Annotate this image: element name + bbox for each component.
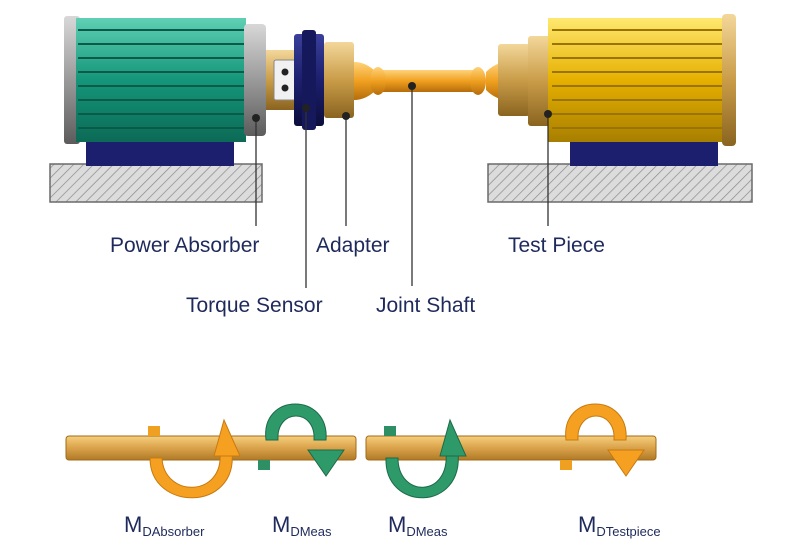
moment-subscript: DMeas	[290, 524, 332, 539]
leader-dot-joint-shaft	[408, 82, 416, 90]
moment-subscript: DAbsorber	[142, 524, 205, 539]
moment-label-testpiece: MDTestpiece	[578, 512, 661, 539]
moment-subscript: DTestpiece	[596, 524, 661, 539]
label-torque-sensor: Torque Sensor	[186, 294, 323, 317]
fbd-left-bar	[65, 426, 357, 470]
leader-dot-power-absorber	[252, 114, 260, 122]
fbd-right-bar	[365, 426, 657, 470]
leader-dot-torque-sensor	[302, 104, 310, 112]
label-adapter: Adapter	[316, 234, 390, 257]
moment-symbol: M	[388, 512, 407, 537]
testpiece-foundation	[487, 163, 753, 203]
torque-sensor-assembly	[266, 30, 324, 130]
moment-symbol: M	[124, 512, 143, 537]
leader-dot-test-piece	[544, 110, 552, 118]
moment-symbol: M	[272, 512, 291, 537]
joint-shaft	[354, 62, 508, 100]
moment-subscript: DMeas	[406, 524, 448, 539]
moment-symbol: M	[578, 512, 597, 537]
test-piece-motor	[498, 14, 736, 166]
leader-dot-adapter	[342, 112, 350, 120]
moment-label-absorber: MDAbsorber	[124, 512, 205, 539]
absorber-foundation	[49, 163, 263, 203]
label-power-absorber: Power Absorber	[110, 234, 260, 257]
adapter	[324, 42, 354, 118]
moment-label-meas-left: MDMeas	[272, 512, 332, 539]
moment-arrow-testpiece	[565, 403, 645, 477]
moment-arrow-meas-left	[265, 403, 345, 477]
label-test-piece: Test Piece	[508, 234, 605, 257]
power-absorber-motor	[64, 16, 266, 166]
moment-arrow-meas-right	[385, 418, 467, 499]
moment-label-meas-right: MDMeas	[388, 512, 448, 539]
moment-arrow-absorber	[149, 418, 241, 499]
label-joint-shaft: Joint Shaft	[376, 294, 476, 317]
